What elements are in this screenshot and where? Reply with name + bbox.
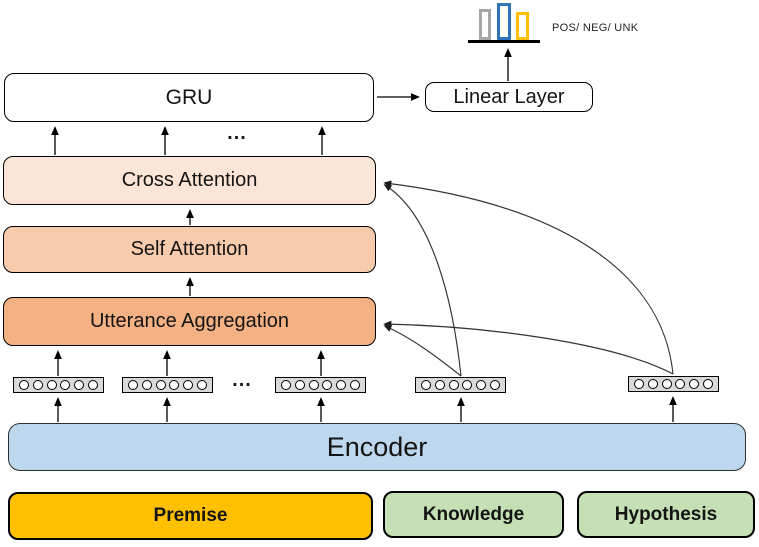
hypothesis-label: Hypothesis [614, 503, 718, 525]
token-circle [46, 380, 57, 390]
premise-input-box: Premise [8, 492, 373, 540]
linear-layer-label: Linear Layer [453, 85, 565, 108]
token-embedding-strip-premise-n [275, 377, 366, 393]
token-embedding-strip-knowledge [415, 377, 506, 393]
token-circle [336, 380, 347, 390]
chart-baseline [468, 40, 540, 43]
token-embedding-strip-premise-2 [122, 377, 213, 393]
premise-label: Premise [153, 505, 228, 526]
neg-bar [497, 3, 511, 40]
token-circle [32, 380, 43, 390]
token-circle [183, 380, 194, 390]
self-attention-box: Self Attention [3, 226, 376, 273]
token-circle [675, 379, 686, 389]
token-circle [661, 379, 672, 389]
output-classes-label: POS/ NEG/ UNK [552, 22, 639, 34]
gru-label: GRU [165, 85, 213, 109]
token-circle [308, 380, 319, 390]
token-embedding-strip-hypothesis [628, 376, 719, 392]
token-circle [280, 380, 291, 390]
hypothesis-input-box: Hypothesis [577, 491, 755, 538]
token-circle [420, 380, 431, 390]
token-circle [647, 379, 658, 389]
token-circle [88, 380, 99, 390]
token-circle [60, 380, 71, 390]
token-embedding-strip-premise-1 [13, 377, 104, 393]
token-circle [689, 379, 700, 389]
token-circle [322, 380, 333, 390]
token-circle [141, 380, 152, 390]
linear-layer-box: Linear Layer [425, 82, 593, 112]
unk-bar [516, 12, 529, 40]
token-circle [169, 380, 180, 390]
token-circle [74, 380, 85, 390]
token-circle [127, 380, 138, 390]
token-circle [155, 380, 166, 390]
token-circle [633, 379, 644, 389]
gru-layer-box: GRU [4, 73, 374, 122]
encoder-label: Encoder [326, 431, 428, 462]
cross-attention-label: Cross Attention [121, 169, 258, 191]
knowledge-label: Knowledge [422, 503, 525, 525]
ellipsis-token-strips: ... [232, 369, 252, 391]
pos-bar [479, 9, 491, 40]
utterance-aggregation-box: Utterance Aggregation [3, 297, 376, 346]
token-circle [197, 380, 208, 390]
utterance-aggregation-label: Utterance Aggregation [89, 310, 290, 332]
token-circle [294, 380, 305, 390]
token-circle [476, 380, 487, 390]
token-circle [434, 380, 445, 390]
token-circle [448, 380, 459, 390]
token-circle [462, 380, 473, 390]
token-circle [490, 380, 501, 390]
knowledge-input-box: Knowledge [383, 491, 564, 538]
self-attention-label: Self Attention [130, 238, 249, 260]
ellipsis-gru-inputs: ... [227, 122, 247, 144]
encoder-box: Encoder [8, 423, 746, 471]
token-circle [703, 379, 714, 389]
token-circle [18, 380, 29, 390]
token-circle [350, 380, 361, 390]
cross-attention-box: Cross Attention [3, 156, 376, 205]
